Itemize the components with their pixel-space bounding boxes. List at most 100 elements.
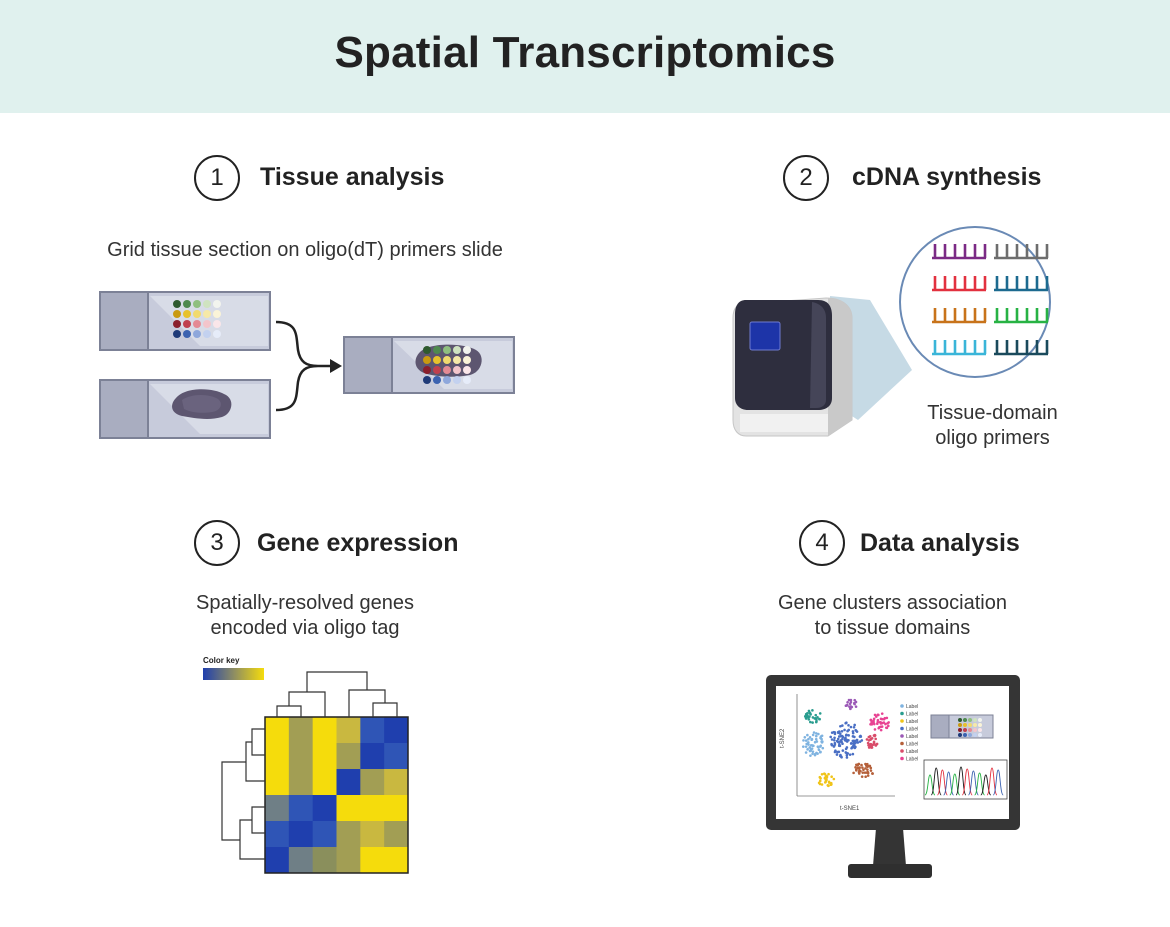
heatmap-cell bbox=[312, 821, 337, 848]
scatter-point bbox=[873, 728, 877, 731]
scatter-point bbox=[834, 749, 837, 753]
scatter-point bbox=[840, 734, 844, 738]
scatter-point bbox=[846, 752, 850, 755]
mini-grid-dot bbox=[963, 728, 967, 732]
scatter-point bbox=[847, 698, 851, 702]
overlay-grid-dot bbox=[463, 346, 471, 354]
scatter-point bbox=[852, 771, 855, 775]
scatter-point bbox=[809, 754, 812, 757]
scatter-point bbox=[857, 772, 861, 775]
scatter-point bbox=[867, 735, 871, 739]
overlay-grid-dot bbox=[453, 366, 461, 374]
scatter-point bbox=[836, 737, 840, 741]
step-2-caption-line-1: Tissue-domain bbox=[927, 402, 1058, 424]
scatter-point bbox=[826, 783, 830, 787]
overlay-grid-dot bbox=[433, 356, 441, 364]
scatter-point bbox=[875, 722, 879, 725]
scatter-point bbox=[814, 737, 818, 741]
heatmap-illustration: Color key bbox=[203, 656, 409, 874]
step-3-title: Gene expression bbox=[257, 529, 459, 557]
scatter-point bbox=[830, 738, 834, 741]
scatter-point bbox=[887, 724, 890, 728]
scatter-point bbox=[823, 781, 827, 784]
scatter-point bbox=[861, 766, 864, 769]
scatter-point bbox=[869, 718, 873, 722]
scatter-point bbox=[856, 764, 859, 767]
scatter-point bbox=[880, 725, 884, 728]
color-key-label: Color key bbox=[203, 656, 240, 665]
legend-label: Label bbox=[906, 727, 918, 733]
mini-grid-dot bbox=[958, 718, 962, 722]
scatter-point bbox=[832, 777, 836, 781]
scatter-point bbox=[864, 767, 867, 770]
scatter-point bbox=[838, 754, 842, 758]
scatter-point bbox=[811, 721, 814, 724]
step-4-caption-line-2: to tissue domains bbox=[814, 617, 971, 639]
scatter-point bbox=[873, 734, 877, 737]
scatter-point bbox=[867, 743, 870, 747]
legend-label: Label bbox=[906, 704, 918, 710]
heatmap-cell bbox=[360, 821, 385, 848]
primer-magnifier-icon bbox=[899, 226, 1051, 378]
grid-dot bbox=[173, 330, 181, 338]
scatter-point bbox=[837, 730, 841, 733]
scatter-point bbox=[841, 742, 844, 746]
legend-label: Label bbox=[906, 742, 918, 748]
scatter-point bbox=[809, 749, 813, 752]
oligo-primer-icon bbox=[932, 308, 987, 324]
scatter-point bbox=[813, 717, 817, 720]
scatter-point bbox=[829, 735, 833, 739]
scatter-point bbox=[807, 737, 810, 741]
grid-dot bbox=[193, 310, 201, 318]
scatter-point bbox=[810, 747, 814, 750]
heatmap-cell bbox=[265, 717, 290, 744]
scatter-point bbox=[860, 739, 864, 742]
scatter-point bbox=[849, 707, 852, 711]
heatmap-cell bbox=[312, 847, 337, 874]
grid-dot bbox=[193, 320, 201, 328]
scatter-point bbox=[808, 720, 812, 724]
mini-grid-dot bbox=[978, 728, 982, 732]
scatter-point bbox=[844, 736, 847, 740]
scatter-point bbox=[861, 771, 865, 774]
scatter-point bbox=[858, 769, 861, 773]
overlay-grid-dot bbox=[423, 346, 431, 354]
heatmap-cell bbox=[384, 717, 409, 744]
grid-dot bbox=[183, 330, 191, 338]
left-dendrogram-icon bbox=[221, 728, 265, 860]
heatmap-cell bbox=[360, 769, 385, 796]
scatter-point bbox=[830, 775, 833, 778]
overlay-grid-dot bbox=[443, 376, 451, 384]
scatter-point bbox=[869, 722, 872, 726]
scatter-point bbox=[802, 739, 805, 742]
legend-label: Label bbox=[906, 712, 918, 718]
scatter-point bbox=[853, 702, 856, 706]
scatter-point bbox=[836, 740, 840, 744]
heatmap-cell bbox=[360, 847, 385, 874]
scatter-point bbox=[820, 737, 823, 741]
scatter-point bbox=[838, 744, 842, 748]
scatter-point bbox=[872, 741, 876, 745]
step-2-caption: Tissue-domain oligo primers bbox=[880, 401, 1105, 451]
mini-grid-dot bbox=[963, 718, 967, 722]
scatter-point bbox=[850, 746, 854, 749]
scatter-point bbox=[850, 705, 854, 709]
mini-grid-dot bbox=[973, 723, 977, 727]
scatter-point bbox=[833, 736, 836, 740]
grid-dot bbox=[203, 320, 211, 328]
scatter-point bbox=[843, 728, 846, 732]
step-4-caption-line-1: Gene clusters association bbox=[777, 592, 1007, 614]
heatmap-cell bbox=[265, 821, 290, 848]
heatmap-cell bbox=[312, 717, 337, 744]
scatter-point bbox=[869, 738, 872, 742]
scatter-point bbox=[856, 741, 860, 744]
scatter-point bbox=[813, 740, 817, 744]
heatmap-cell bbox=[288, 717, 314, 744]
heatmap-icon bbox=[265, 717, 409, 874]
header-banner bbox=[0, 0, 1170, 113]
scatter-point bbox=[811, 744, 814, 747]
scatter-point bbox=[807, 741, 810, 744]
scatter-point bbox=[838, 732, 842, 736]
scatter-point bbox=[811, 750, 815, 753]
scatter-point bbox=[885, 726, 889, 730]
